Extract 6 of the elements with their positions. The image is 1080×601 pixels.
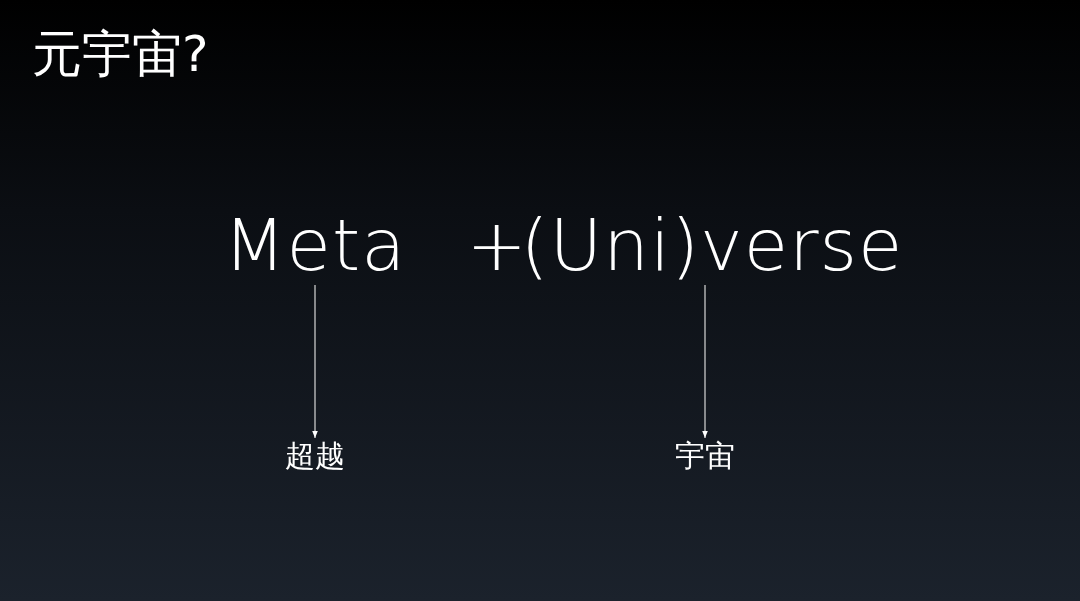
title: 元宇宙? [32,24,209,85]
translation-text: 超越 [285,438,345,474]
arrow [702,284,708,439]
word: Meta [223,205,407,285]
arrow [312,284,318,439]
translation-text: 宇宙 [675,438,735,474]
